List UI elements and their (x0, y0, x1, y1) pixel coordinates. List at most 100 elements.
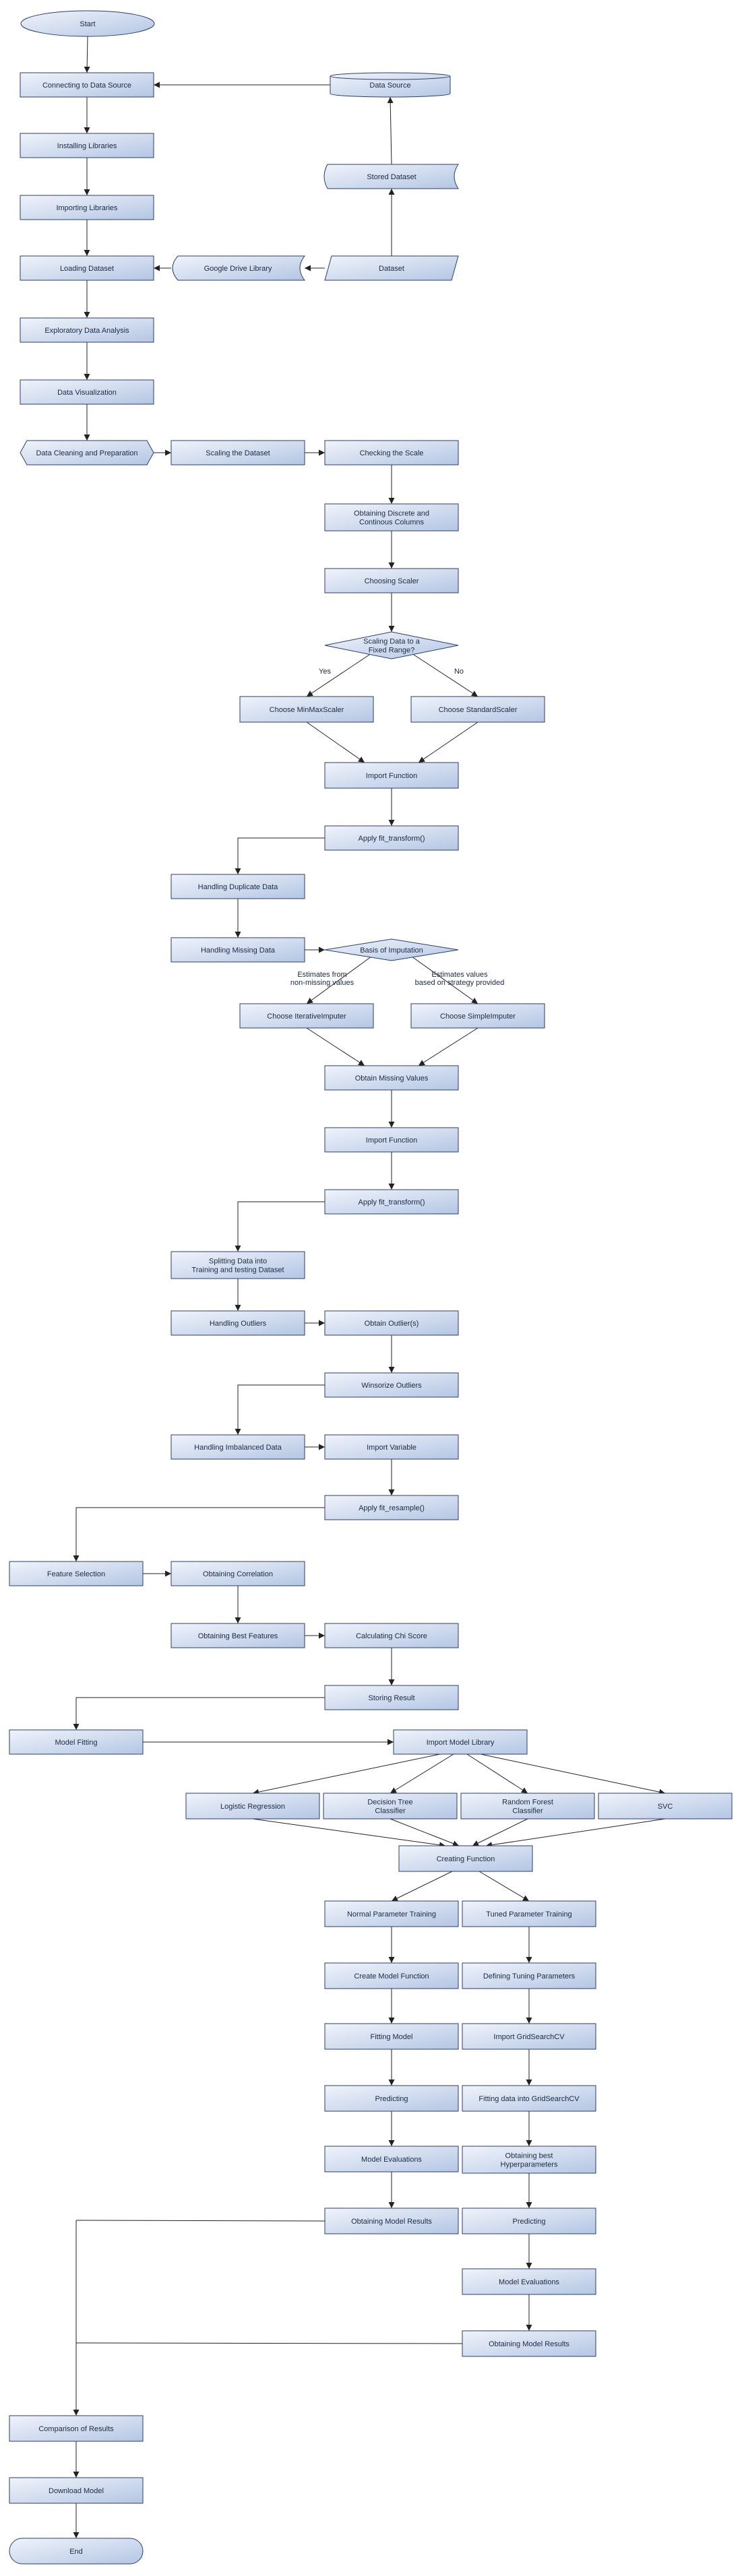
node-label: Handling Imbalanced Data (194, 1444, 282, 1452)
node-obtain-outliers: Obtain Outlier(s) (324, 1310, 459, 1336)
node-label: Continous Columns (359, 519, 424, 527)
node-label: Hyperparameters (501, 2161, 558, 2169)
flow-arrow (235, 1384, 325, 1435)
node-fitting-grid: Fitting data into GridSearchCV (462, 2085, 596, 2112)
node-choosing-scaler: Choosing Scaler (324, 568, 459, 593)
node-shape (324, 1495, 459, 1520)
node-label: Tuned Parameter Training (486, 1910, 571, 1919)
flow-arrow (390, 1818, 460, 1846)
node-predicting-2: Predicting (462, 2208, 596, 2234)
node-label: Predicting (375, 2095, 408, 2103)
node-label: Winsorize Outliers (361, 1382, 422, 1390)
node-shape (324, 2085, 459, 2112)
node-label: Obtain Missing Values (355, 1074, 429, 1083)
node-shape (324, 255, 459, 281)
node-label: Download Model (49, 2487, 104, 2495)
node-label: Dataset (379, 265, 404, 273)
node-label: Basis of Imputation (360, 946, 423, 955)
node-label: Scaling Data to a (363, 638, 421, 646)
node-results-2: Obtaining Model Results (462, 2330, 596, 2357)
node-stored-dataset: Stored Dataset (323, 164, 459, 189)
node-shape (171, 1623, 305, 1648)
node-label: Handling Outliers (210, 1320, 267, 1328)
node-label: Logistic Regression (220, 1803, 285, 1811)
node-start: Start (20, 10, 155, 37)
node-shape (324, 2208, 459, 2234)
node-shape (323, 164, 459, 189)
node-shape (324, 825, 459, 851)
flow-arrow (411, 653, 478, 697)
flow-arrow (75, 2342, 463, 2344)
node-label: Choose IterativeImputer (267, 1012, 346, 1021)
node-shape (324, 1127, 459, 1153)
node-label: Exploratory Data Analysis (44, 327, 129, 335)
node-label: Obtaining Discrete and (354, 510, 429, 518)
node-shape (20, 195, 154, 220)
node-label: Random Forest (502, 1799, 553, 1807)
node-shape (462, 1900, 596, 1927)
node-label: Comparison of Results (38, 2425, 114, 2433)
node-label: Fixed Range? (369, 647, 415, 655)
node-label: Stored Dataset (367, 173, 416, 181)
node-shape (598, 1793, 733, 1820)
node-label: Normal Parameter Training (347, 1910, 436, 1919)
node-label: Loading Dataset (60, 265, 114, 273)
node-comparison: Comparison of Results (9, 2415, 144, 2442)
node-shape (9, 1561, 144, 1586)
node-model-eval-2: Model Evaluations (462, 2268, 596, 2295)
node-shape (20, 379, 154, 405)
node-shape (171, 937, 305, 963)
flow-arrow (84, 36, 90, 73)
node-label: Obtaining Model Results (489, 2340, 569, 2348)
node-shape (393, 1729, 528, 1755)
node-shape (324, 1065, 459, 1091)
node-shape (398, 1845, 533, 1872)
node-label: Choose MinMaxScaler (270, 706, 344, 714)
node-label: Obtaining best (505, 2152, 553, 2160)
flow-arrow (411, 956, 478, 1004)
node-import-grid: Import GridSearchCV (462, 2023, 596, 2050)
node-shape (462, 1962, 596, 1989)
node-import-var: Import Variable (324, 1434, 459, 1460)
flow-arrow (480, 1753, 666, 1795)
node-fit-resample: Apply fit_resample() (324, 1495, 459, 1520)
node-shape (20, 72, 154, 98)
edge-label: Estimates values (431, 971, 488, 979)
node-gdrive: Google Drive Library (172, 255, 306, 281)
node-label: Obtaining Best Features (198, 1632, 278, 1640)
node-shape (171, 1561, 305, 1586)
node-shape (410, 696, 545, 723)
flow-arrow (306, 956, 372, 1004)
node-connecting: Connecting to Data Source (20, 72, 154, 98)
node-svc: SVC (598, 1793, 733, 1820)
node-fit-2: Apply fit_transform() (324, 1189, 459, 1215)
node-label: Obtain Outlier(s) (365, 1320, 419, 1328)
node-label: Import Function (366, 1136, 417, 1145)
flow-arrow (472, 1818, 528, 1846)
cylinder-rim (330, 75, 451, 80)
node-label: Data Cleaning and Preparation (36, 449, 137, 457)
edge-label: Estimates from (297, 971, 346, 979)
node-label: Data Visualization (57, 389, 117, 397)
node-label: Google Drive Library (204, 265, 272, 273)
node-label: Handling Missing Data (201, 946, 276, 955)
node-import-fn-1: Import Function (324, 762, 459, 789)
node-label: Apply fit_transform() (358, 1198, 425, 1206)
node-label: Choose SimpleImputer (440, 1012, 516, 1021)
node-shape (324, 1962, 459, 1989)
node-tuned-train: Tuned Parameter Training (462, 1900, 596, 1927)
node-model-eval-1: Model Evaluations (324, 2146, 459, 2172)
node-label: Training and testing Dataset (191, 1266, 284, 1275)
node-shape (171, 874, 305, 899)
node-shape (323, 1793, 458, 1820)
node-outliers: Handling Outliers (171, 1310, 305, 1336)
flow-arrow (306, 721, 365, 763)
node-shape (462, 2330, 596, 2357)
node-scaling-dataset: Scaling the Dataset (171, 440, 305, 465)
node-label: Feature Selection (47, 1570, 105, 1578)
node-shape (324, 1434, 459, 1460)
node-storing: Storing Result (324, 1685, 459, 1710)
